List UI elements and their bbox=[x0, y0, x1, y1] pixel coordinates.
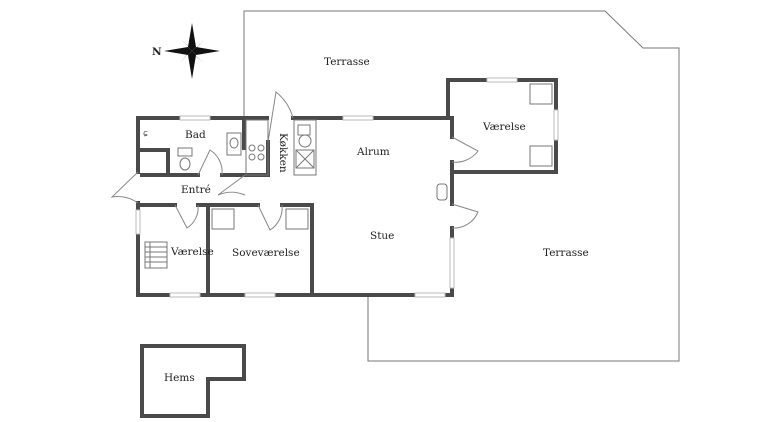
doors bbox=[110, 91, 479, 231]
room-label-hems: Hems bbox=[164, 372, 195, 384]
room-label-kokken: Køkken bbox=[277, 133, 289, 173]
svg-text:ɕ: ɕ bbox=[143, 129, 148, 139]
hems-walls bbox=[140, 344, 246, 418]
room-label-sovevaerelse: Soveværelse bbox=[232, 247, 300, 259]
room-label-bad: Bad bbox=[185, 129, 206, 141]
room-label-vaerelse-sw: Værelse bbox=[170, 246, 214, 258]
room-label-entre: Entré bbox=[181, 184, 211, 196]
compass-label: N bbox=[152, 46, 162, 58]
compass-icon bbox=[164, 23, 220, 79]
room-label-alrum: Alrum bbox=[356, 146, 390, 158]
room-label-terrasse-right: Terrasse bbox=[543, 247, 589, 259]
room-label-vaerelse-ne: Værelse bbox=[482, 121, 526, 133]
windows bbox=[135, 77, 559, 298]
fixtures: ɕ bbox=[143, 83, 553, 269]
room-label-stue: Stue bbox=[370, 230, 394, 242]
room-label-terrasse-top: Terrasse bbox=[324, 56, 370, 68]
terrace-outline bbox=[243, 10, 680, 362]
